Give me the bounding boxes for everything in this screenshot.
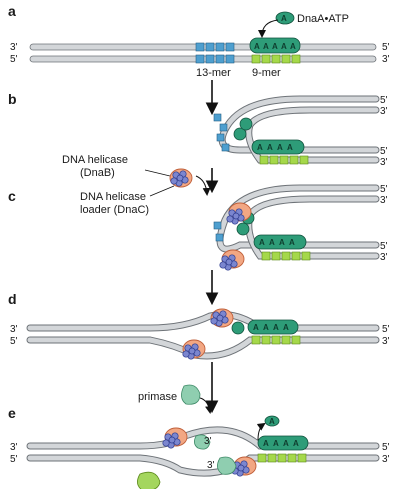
svg-text:A: A (283, 323, 289, 332)
panel-c-end-3-top: 3' (380, 195, 388, 206)
panel-c-13-mer-boxes (213, 221, 224, 242)
label-9-mer: 9-mer (252, 67, 281, 79)
svg-text:A: A (269, 238, 275, 247)
panel-e-top-right-end: 5' (382, 442, 390, 453)
panel-label-b: b (8, 91, 17, 107)
primase-arrow (199, 397, 213, 414)
panel-d-9-mer-boxes (251, 335, 301, 345)
svg-text:A: A (281, 14, 287, 23)
svg-text:A: A (267, 143, 273, 152)
dnaa-atp-free: A (275, 11, 295, 25)
svg-text:A: A (279, 238, 285, 247)
svg-text:A: A (263, 439, 269, 448)
svg-text:A: A (269, 417, 275, 426)
svg-text:A: A (293, 439, 299, 448)
panel-e-primase-top (194, 434, 211, 450)
panel-c-loaded-helicase-bottom (219, 249, 245, 271)
dnaa-release-arrow (256, 422, 266, 441)
panel-c-dnaa-oligomer: A A A A (236, 211, 307, 250)
panel-b-end-5-bottom: 5' (380, 146, 388, 157)
label-13-mer: 13-mer (196, 67, 231, 79)
svg-text:A: A (259, 238, 265, 247)
panel-d-bottom-left-end: 5' (10, 336, 18, 347)
svg-text:A: A (283, 439, 289, 448)
label-dnaa-atp: DnaA•ATP (297, 13, 349, 25)
svg-text:A: A (263, 42, 269, 51)
panel-c-end-5-bottom: 5' (380, 241, 388, 252)
svg-text:A: A (289, 238, 295, 247)
svg-text:A: A (281, 42, 287, 51)
svg-text:A: A (257, 143, 263, 152)
label-helicase-line1: DNA helicase (62, 154, 128, 166)
panel-a-top-right-end: 5' (382, 42, 390, 53)
panel-e-primer-top-3: 3' (204, 436, 212, 447)
panel-d-top-left-end: 3' (10, 324, 18, 335)
panel-a-top-left-end: 3' (10, 42, 18, 53)
panel-e-9-mer-boxes (257, 453, 307, 463)
helicase-loading-arrow (195, 175, 211, 196)
panel-a-9-mer-boxes (251, 54, 301, 64)
svg-text:A: A (273, 439, 279, 448)
panel-b-9-mer-boxes (259, 155, 309, 165)
panel-label-e: e (8, 405, 16, 421)
svg-text:A: A (272, 42, 278, 51)
panel-a-bottom-left-end: 5' (10, 54, 18, 65)
panel-e-bottom-right-end: 3' (382, 454, 390, 465)
label-helicase-line2: (DnaB) (80, 167, 115, 179)
panel-e-dnaa-oligomer: A A A A (257, 435, 309, 451)
panel-d-dnaa-oligomer: A A A A (231, 319, 299, 335)
panel-label-d: d (8, 291, 17, 307)
svg-text:A: A (254, 42, 260, 51)
panel-e-primer-bottom-3: 3' (207, 460, 215, 471)
free-primase-bottom (137, 471, 161, 489)
panel-b-dnaa-oligomer: A A A A (233, 117, 305, 155)
svg-text:A: A (287, 143, 293, 152)
svg-text:A: A (273, 323, 279, 332)
panel-d-top-right-end: 5' (382, 324, 390, 335)
panel-b-end-3-top: 3' (380, 106, 388, 117)
panel-a-dnaa-complex: A A A A A (249, 37, 301, 54)
panel-e-helicase-top (162, 427, 188, 449)
svg-text:A: A (263, 323, 269, 332)
svg-text:A: A (277, 143, 283, 152)
svg-text:A: A (290, 42, 296, 51)
released-dnaa: A (264, 415, 280, 427)
panel-b-13-mer-boxes (213, 113, 230, 152)
panel-label-c: c (8, 188, 16, 204)
panel-c-end-3-bottom: 3' (380, 252, 388, 263)
panel-b-end-3-bottom: 3' (380, 157, 388, 168)
panel-c-9-mer-boxes (261, 251, 311, 261)
svg-text:A: A (253, 323, 259, 332)
label-loader-line1: DNA helicase (80, 191, 146, 203)
panel-a-bottom-right-end: 3' (382, 54, 390, 65)
panel-label-a: a (8, 3, 16, 19)
label-loader-line2: loader (DnaC) (80, 204, 149, 216)
free-helicase-loader-complex (169, 168, 193, 188)
free-primase (181, 384, 201, 405)
helicase-leader-line (144, 169, 171, 177)
panel-b-end-5-top: 5' (380, 95, 388, 106)
panel-a-13-mer-boxes (195, 42, 235, 64)
panel-e-top-left-end: 3' (10, 442, 18, 453)
panel-e-primase-bottom (217, 456, 237, 475)
loader-leader-line (149, 185, 175, 197)
panel-e-bottom-left-end: 5' (10, 454, 18, 465)
label-primase: primase (138, 391, 177, 403)
panel-c-end-5-top: 5' (380, 184, 388, 195)
panel-d-bottom-right-end: 3' (382, 336, 390, 347)
panel-d-helicase-top (210, 308, 234, 328)
dnaa-binding-arrow (258, 19, 279, 38)
